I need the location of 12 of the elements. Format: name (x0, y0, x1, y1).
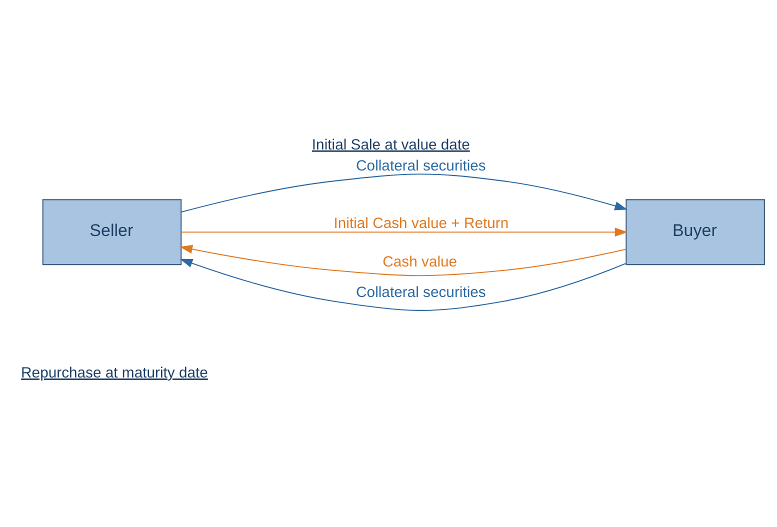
edge-label: Collateral securities (356, 284, 486, 301)
arrow (180, 244, 626, 276)
edge-label: Initial Cash value + Return (334, 216, 509, 232)
node-box: Seller (42, 198, 182, 265)
edge-label: Cash value (382, 254, 458, 270)
edge-label: Collateral securities (356, 158, 486, 174)
diagram-title: Initial Sale at value date (312, 136, 470, 153)
arrow (181, 173, 628, 212)
arrow (181, 227, 628, 236)
arrow (180, 258, 626, 310)
node-box: Buyer (626, 198, 765, 265)
caption: Repurchase at maturity date (21, 364, 208, 381)
